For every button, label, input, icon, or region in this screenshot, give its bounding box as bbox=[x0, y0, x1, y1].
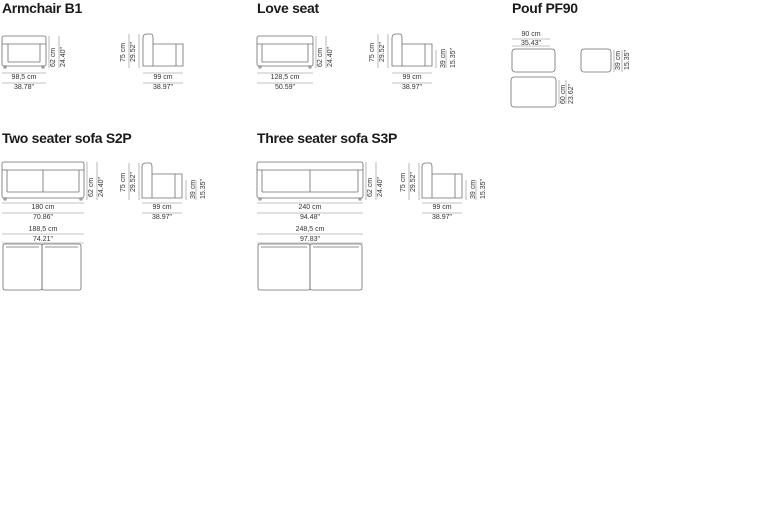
armchair-depth-in: 38.97" bbox=[152, 84, 174, 91]
love-seat-side-dimension-lines bbox=[377, 34, 447, 84]
love-seat-width-cm: 128,5 cm bbox=[270, 74, 300, 81]
two-seater-width-in: 70.86" bbox=[32, 214, 54, 221]
armchair-back-height-in: 29.52" bbox=[130, 41, 137, 62]
three-seater-width-in: 94.48" bbox=[299, 214, 321, 221]
love-seat-depth-in: 38.97" bbox=[401, 84, 423, 91]
armchair-front-view bbox=[1, 35, 47, 69]
pouf-height-cm: 39 cm bbox=[615, 50, 622, 70]
pouf-height-in: 15.35" bbox=[624, 49, 631, 70]
title-love-seat: Love seat bbox=[257, 0, 319, 16]
love-seat-depth-cm: 99 cm bbox=[402, 74, 422, 81]
three-seater-front-dimension-lines bbox=[257, 162, 377, 214]
three-seater-overall-width-in: 97.83" bbox=[299, 236, 321, 243]
armchair-depth-cm: 99 cm bbox=[153, 74, 173, 81]
love-seat-side-view bbox=[391, 33, 433, 67]
love-seat-seat-height-in: 15.35" bbox=[450, 47, 457, 68]
love-seat-front-view bbox=[256, 35, 314, 69]
pouf-width-in: 35.43" bbox=[520, 40, 542, 47]
armchair-width-cm: 98,5 cm bbox=[11, 74, 37, 81]
three-seater-seat-height-cm: 39 cm bbox=[470, 179, 477, 199]
pouf-side-view bbox=[580, 48, 612, 73]
two-seater-height-in: 24.40" bbox=[98, 176, 105, 197]
love-seat-height-in: 24.40" bbox=[327, 46, 334, 67]
three-seater-side-dimension-lines bbox=[408, 163, 477, 214]
two-seater-depth-in: 38.97" bbox=[151, 214, 173, 221]
love-seat-seat-height-cm: 39 cm bbox=[440, 48, 447, 68]
two-seater-width-cm: 180 cm bbox=[31, 204, 55, 211]
two-seater-front-dimension-lines bbox=[2, 162, 98, 214]
two-seater-overall-width-in: 74.21" bbox=[32, 236, 54, 243]
three-seater-plan-view bbox=[257, 243, 363, 291]
love-seat-front-dimension-lines bbox=[257, 36, 327, 84]
pouf-depth-cm: 60 cm bbox=[560, 84, 567, 104]
pouf-depth-in: 23.62" bbox=[568, 83, 575, 104]
three-seater-width-cm: 240 cm bbox=[298, 204, 322, 211]
two-seater-seat-height-cm: 39 cm bbox=[190, 179, 197, 199]
love-seat-back-height-in: 29.52" bbox=[379, 41, 386, 62]
three-seater-side-view bbox=[421, 162, 463, 199]
armchair-front-dimension-lines bbox=[2, 36, 60, 84]
armchair-back-height-cm: 75 cm bbox=[120, 42, 127, 62]
armchair-side-view bbox=[142, 33, 184, 67]
love-seat-height-cm: 62 cm bbox=[317, 47, 324, 67]
two-seater-back-height-in: 29.52" bbox=[130, 171, 137, 192]
two-seater-plan-dimension-lines bbox=[2, 233, 84, 244]
two-seater-height-cm: 62 cm bbox=[88, 177, 95, 197]
two-seater-overall-width-cm: 188,5 cm bbox=[28, 226, 58, 233]
pouf-dimension-lines bbox=[512, 38, 623, 104]
title-two-seater-sofa-s2p: Two seater sofa S2P bbox=[2, 130, 132, 146]
three-seater-overall-width-cm: 248,5 cm bbox=[295, 226, 325, 233]
two-seater-seat-height-in: 15.35" bbox=[200, 178, 207, 199]
three-seater-height-cm: 62 cm bbox=[367, 177, 374, 197]
pouf-width-cm: 90 cm bbox=[521, 31, 541, 38]
two-seater-side-view bbox=[141, 162, 183, 199]
two-seater-back-height-cm: 75 cm bbox=[120, 172, 127, 192]
three-seater-height-in: 24.40" bbox=[377, 176, 384, 197]
two-seater-plan-view bbox=[2, 243, 82, 291]
two-seater-side-dimension-lines bbox=[128, 163, 197, 214]
armchair-width-in: 38.78" bbox=[13, 84, 35, 91]
two-seater-depth-cm: 99 cm bbox=[152, 204, 172, 211]
three-seater-depth-in: 38.97" bbox=[431, 214, 453, 221]
three-seater-back-height-in: 29.52" bbox=[410, 171, 417, 192]
armchair-height-in: 24.40" bbox=[60, 46, 67, 67]
title-armchair-b1: Armchair B1 bbox=[2, 0, 82, 16]
three-seater-back-height-cm: 75 cm bbox=[400, 172, 407, 192]
love-seat-width-in: 50.59" bbox=[274, 84, 296, 91]
three-seater-depth-cm: 99 cm bbox=[432, 204, 452, 211]
title-three-seater-sofa-s3p: Three seater sofa S3P bbox=[257, 130, 397, 146]
three-seater-front-view bbox=[256, 161, 364, 201]
title-pouf-pf90: Pouf PF90 bbox=[512, 0, 578, 16]
two-seater-front-view bbox=[1, 161, 85, 201]
love-seat-back-height-cm: 75 cm bbox=[369, 42, 376, 62]
pouf-top-view bbox=[510, 48, 557, 108]
armchair-height-cm: 62 cm bbox=[50, 47, 57, 67]
three-seater-plan-dimension-lines bbox=[257, 233, 363, 244]
three-seater-seat-height-in: 15.35" bbox=[480, 178, 487, 199]
armchair-side-dimension-lines bbox=[128, 34, 183, 84]
